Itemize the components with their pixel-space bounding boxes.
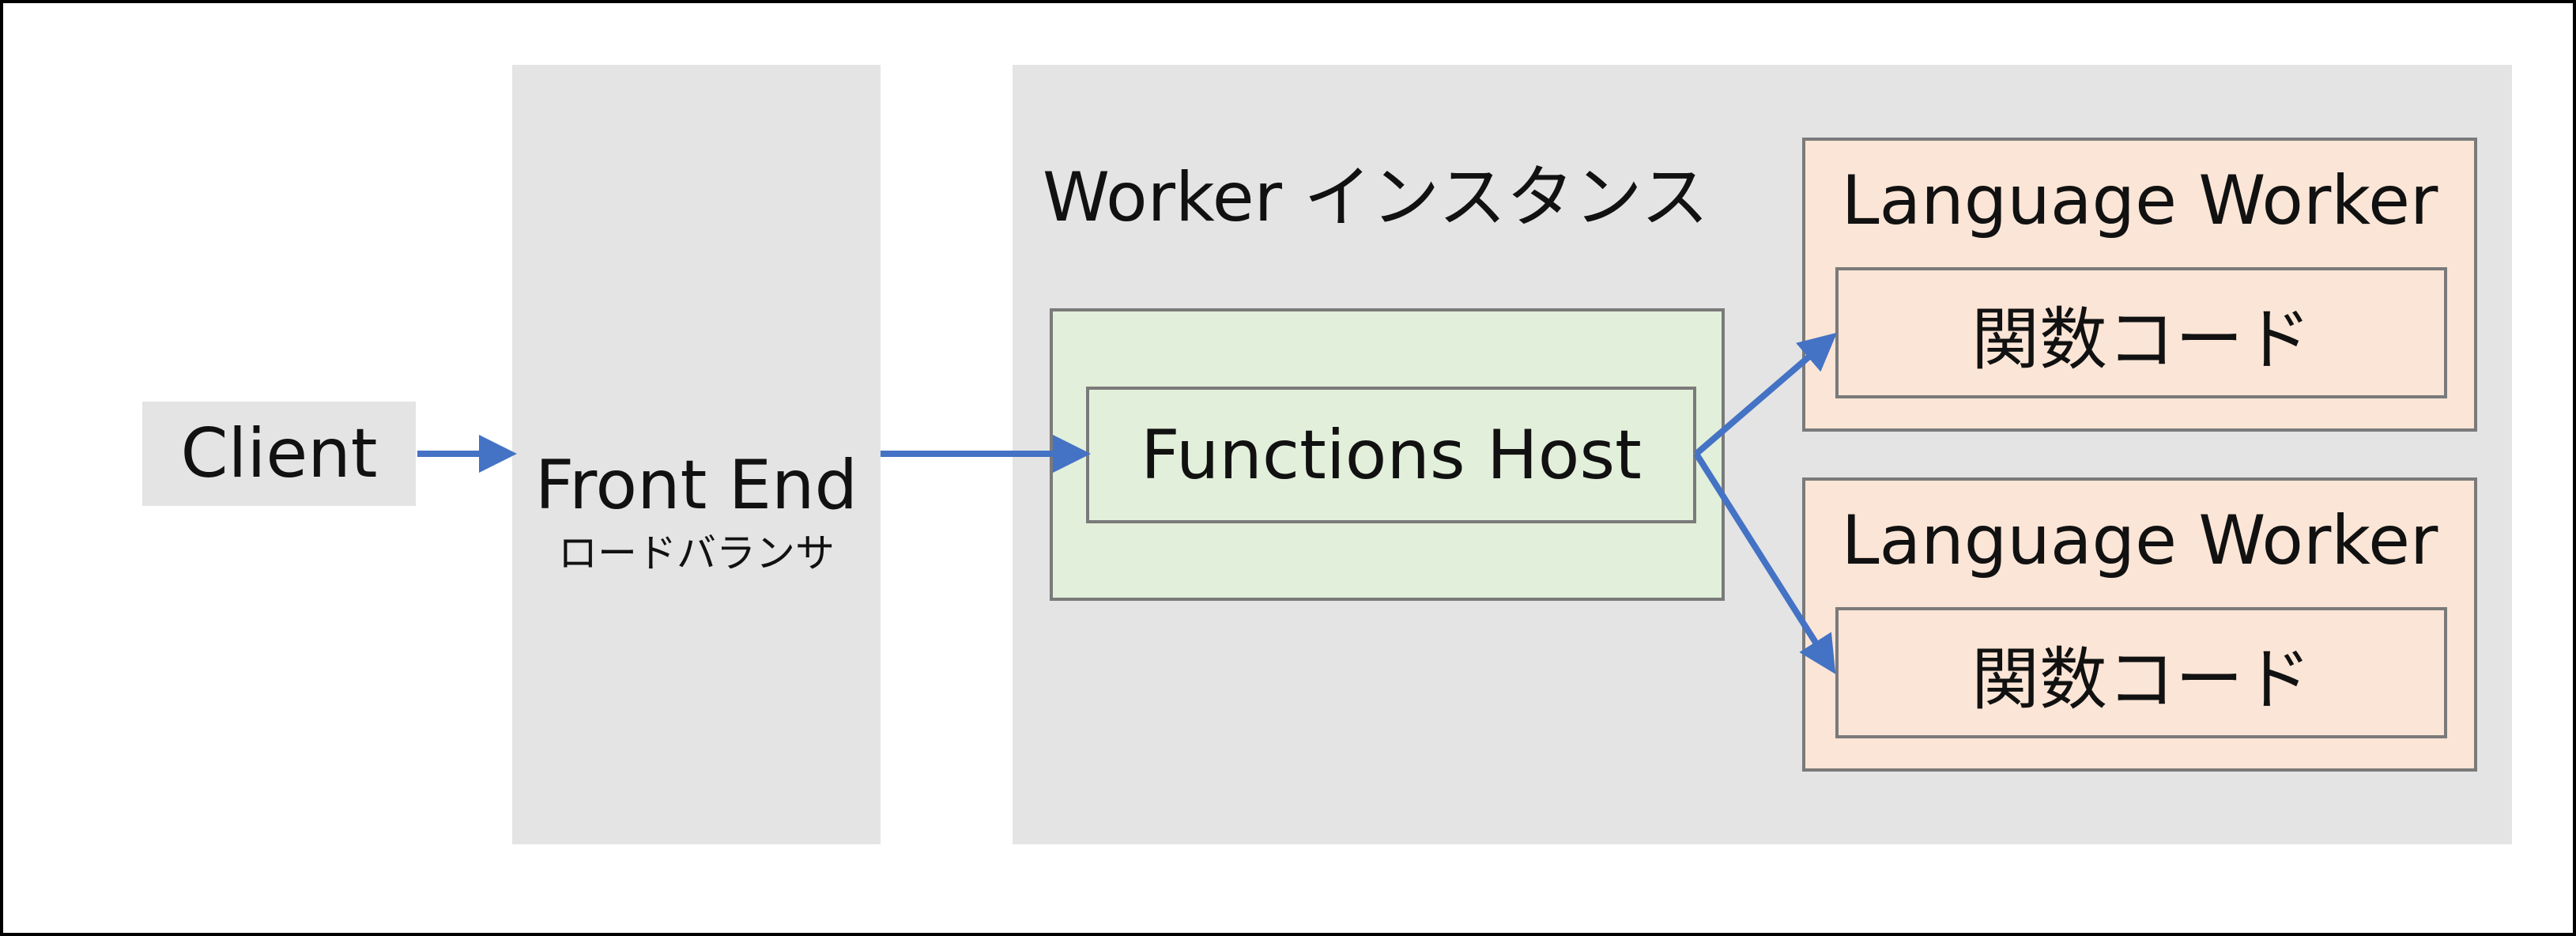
client-box: Client bbox=[142, 402, 416, 506]
arrow-functions-host-to-language-worker-1 bbox=[1694, 332, 1838, 457]
language-worker-box-2: Language Worker 関数コード bbox=[1802, 477, 2477, 772]
functions-host-box: Functions Host bbox=[1086, 387, 1696, 523]
front-end-subtitle: ロードバランサ bbox=[558, 530, 835, 576]
language-worker-title: Language Worker bbox=[1841, 501, 2438, 580]
front-end-box: Front End ロードバランサ bbox=[512, 65, 881, 844]
front-end-title: Front End bbox=[534, 446, 858, 525]
language-worker-box-1: Language Worker 関数コード bbox=[1802, 138, 2477, 432]
client-label: Client bbox=[180, 414, 378, 493]
worker-instance-title: Worker インスタンス bbox=[1043, 158, 1709, 237]
arrow-functions-host-to-language-worker-2 bbox=[1693, 451, 1836, 674]
functions-host-label: Functions Host bbox=[1141, 415, 1642, 495]
function-code-label: 関数コード bbox=[1971, 300, 2311, 379]
function-code-box: 関数コード bbox=[1835, 267, 2447, 398]
function-code-label: 関数コード bbox=[1971, 640, 2311, 719]
language-worker-title: Language Worker bbox=[1841, 161, 2438, 240]
function-code-box: 関数コード bbox=[1835, 607, 2447, 738]
